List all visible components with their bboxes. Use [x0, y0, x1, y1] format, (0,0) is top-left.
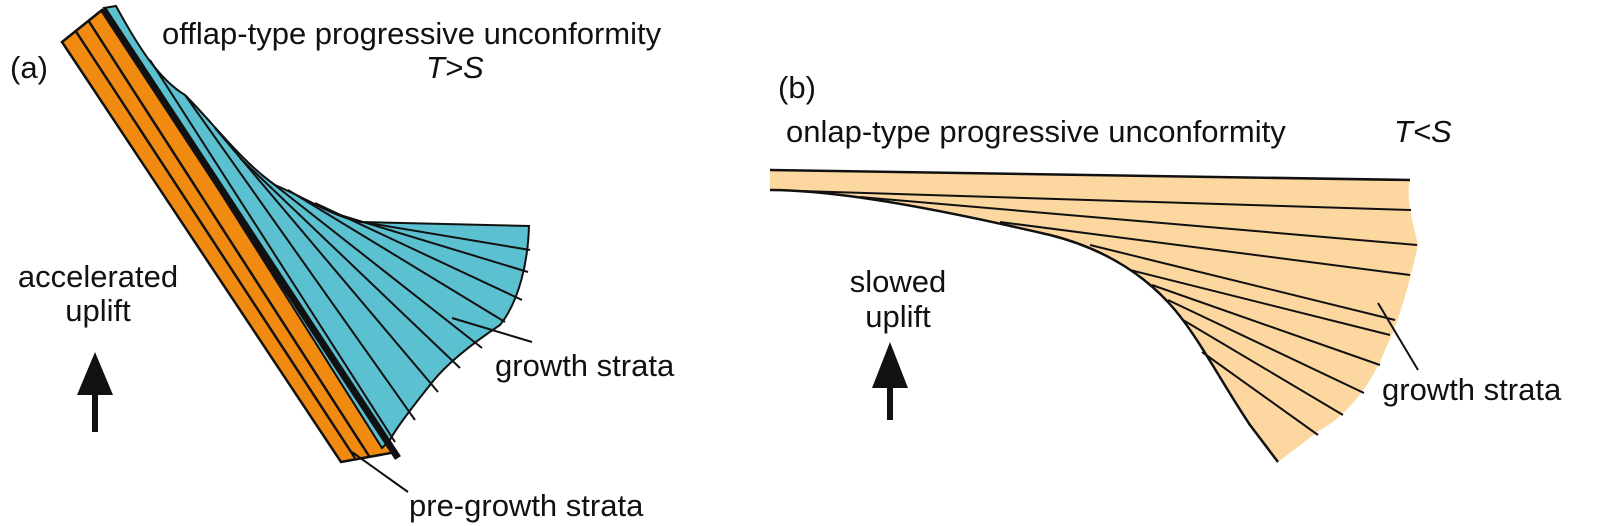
panel-b-title: onlap-type progressive unconformity [786, 114, 1286, 149]
pre-growth-strata-leader [351, 451, 409, 493]
growth-layer-line [799, 190, 1412, 211]
panel-a-pre-growth-strata-label: pre-growth strata [409, 488, 644, 523]
panel-b: (b) onlap-type progressive unconformity … [769, 70, 1562, 463]
growth-layer-lines [149, 59, 531, 443]
growth-layer-line [239, 157, 461, 369]
growth-layer-line [1167, 299, 1365, 394]
panel-a-relation: T>S [426, 50, 484, 85]
top-boundary [769, 168, 1411, 182]
growth-layer-line [314, 202, 523, 301]
onlap-boundary [769, 188, 1279, 463]
growth-layer-line [1182, 319, 1344, 416]
growth-layer-line [1129, 269, 1391, 336]
up-arrow-icon [872, 342, 908, 420]
pre-growth-layer-line [73, 29, 357, 459]
panel-a-tag: (a) [10, 50, 48, 85]
pre-growth-layer-line [86, 19, 371, 457]
unconformity-boundary [100, 7, 401, 460]
up-arrow-icon [77, 352, 113, 432]
panel-a-growth-strata-label: growth strata [495, 348, 675, 383]
panel-a-uplift-line2: uplift [65, 293, 131, 328]
growth-strata-wedge [770, 170, 1418, 462]
panel-b-relation: T<S [1394, 114, 1452, 149]
growth-strata-leader [451, 317, 533, 343]
growth-layer-line [261, 174, 483, 349]
growth-layer-line [999, 221, 1411, 276]
growth-layer-line [149, 59, 396, 443]
growth-layer-line [287, 189, 506, 323]
growth-layer-line [859, 196, 1418, 246]
panel-a: (a) offlap-type progressive unconformity… [10, 4, 675, 523]
growth-strata-leader [1377, 302, 1419, 371]
panel-a-uplift-line1: accelerated [18, 259, 178, 294]
growth-layer-lines [799, 190, 1418, 436]
growth-layer-line [1089, 244, 1396, 321]
panel-b-tag: (b) [778, 70, 816, 105]
pre-growth-layer-lines [73, 19, 371, 459]
growth-layer-line [1151, 284, 1381, 366]
panel-b-uplift-line2: uplift [865, 299, 931, 334]
growth-layer-line [184, 94, 416, 421]
growth-layer-line [214, 127, 439, 393]
panel-b-uplift-line1: slowed [850, 264, 947, 299]
growth-layer-line [1201, 351, 1319, 436]
panel-b-growth-strata-label: growth strata [1382, 372, 1562, 407]
panel-a-title: offlap-type progressive unconformity [162, 16, 662, 51]
growth-layer-line [361, 221, 531, 251]
